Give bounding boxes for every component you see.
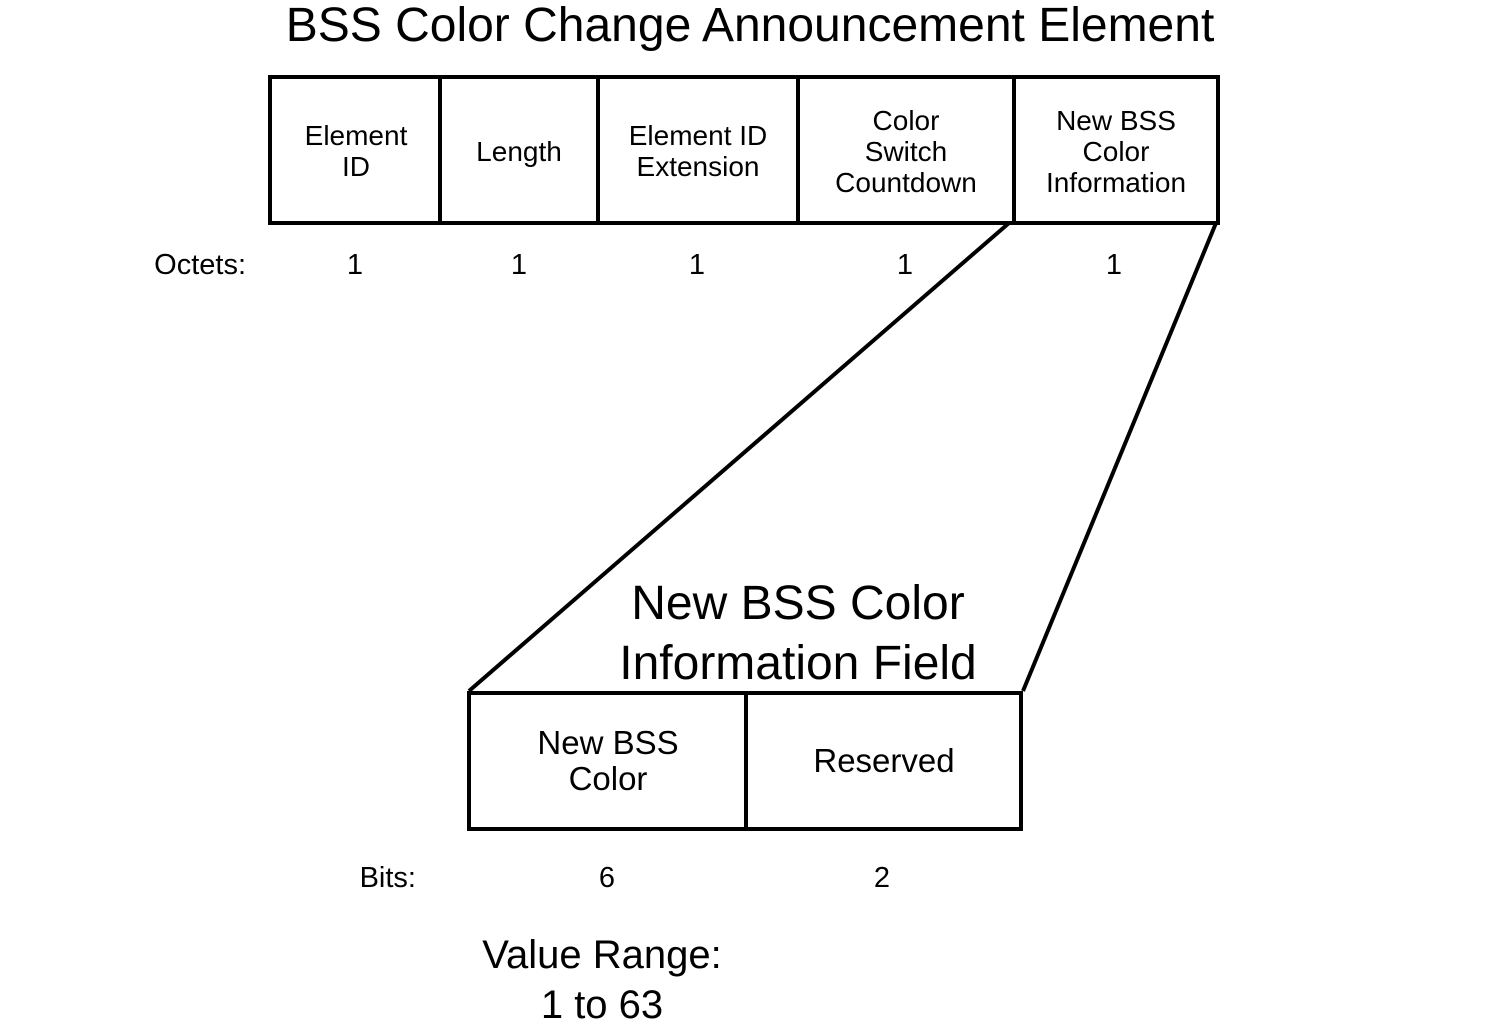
subfield-title: New BSS Color Information Field [619, 577, 977, 690]
value-range-note: Value Range: 1 to 63 [482, 933, 722, 1027]
field-element-id-extension: Element ID Extension [628, 120, 768, 182]
diagram-title: BSS Color Change Announcement Element [285, 0, 1215, 52]
subfield-new-bss-color: New BSS Color [537, 724, 679, 797]
octets-element-id: 1 [346, 249, 364, 281]
expand-line-right [1021, 222, 1218, 692]
octets-length: 1 [510, 249, 528, 281]
bits-reserved: 2 [873, 862, 891, 894]
bits-label: Bits: [359, 862, 416, 894]
octets-new-bss-color-information: 1 [1105, 249, 1123, 281]
octets-label: Octets: [154, 249, 246, 281]
bits-new-bss-color: 6 [598, 862, 616, 894]
octets-element-id-extension: 1 [688, 249, 706, 281]
octets-color-switch-countdown: 1 [896, 249, 914, 281]
subfield-reserved: Reserved [813, 742, 955, 779]
field-length: Length [476, 135, 562, 167]
field-new-bss-color-information: New BSS Color Information [1045, 104, 1187, 198]
field-color-switch-countdown: Color Switch Countdown [835, 104, 977, 198]
field-element-id: Element ID [304, 120, 408, 182]
